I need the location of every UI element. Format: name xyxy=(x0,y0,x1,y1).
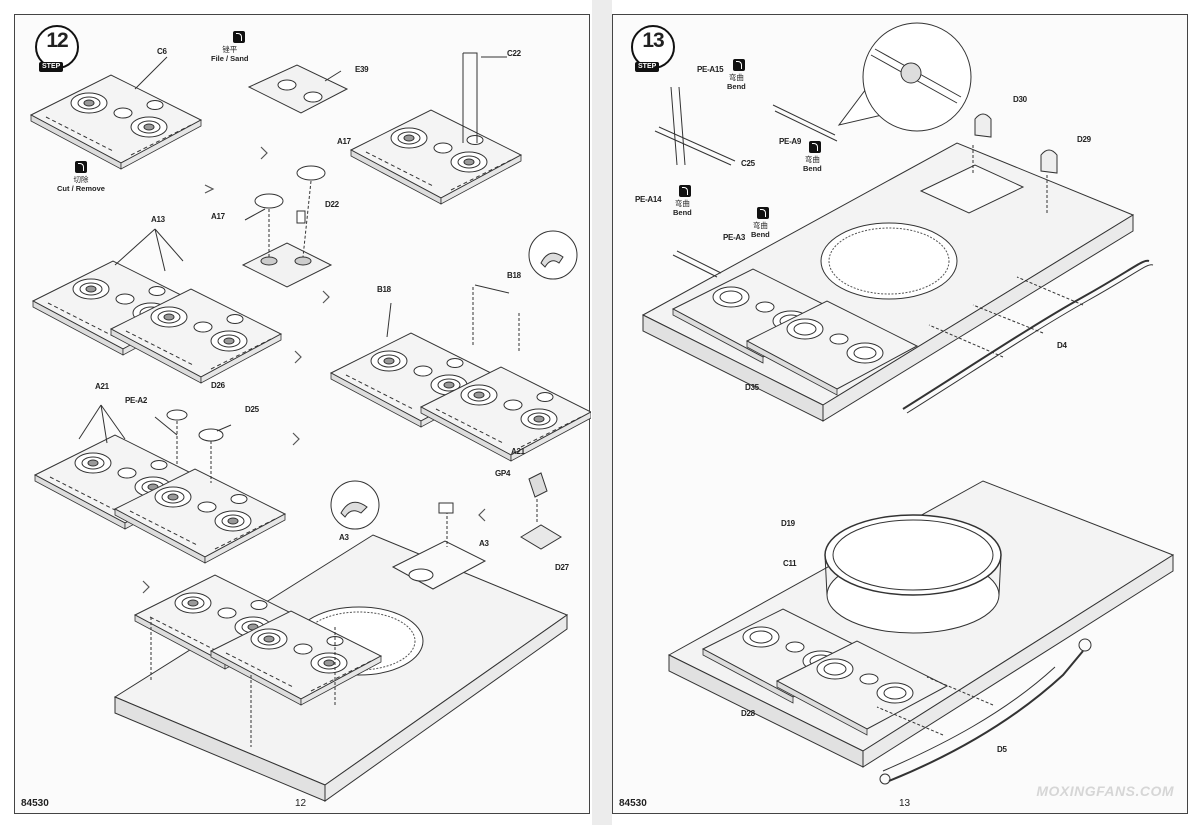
deck-plate-c22 xyxy=(350,109,522,205)
bend-icon xyxy=(757,207,769,219)
parts-gp4-d27 xyxy=(438,472,562,550)
flow-arrows xyxy=(142,146,486,594)
label-c6: C6 xyxy=(157,47,167,56)
label-d28: D28 xyxy=(741,709,755,718)
grille-e39 xyxy=(247,64,349,114)
label-pe-a9: PE-A9 xyxy=(779,137,802,146)
instruction-page-left: 12 STEP C6 锉平 File / Sand E39 C22 切除 Cut… xyxy=(14,14,591,814)
turret-ring-d19 xyxy=(824,514,1002,634)
label-a13: A13 xyxy=(151,215,165,224)
label-a17-left: A17 xyxy=(211,212,225,221)
cut-remove-icon xyxy=(75,161,87,173)
note-bend-cn: 弯曲 xyxy=(804,155,820,164)
note-bend-2: 弯曲 Bend xyxy=(803,155,822,173)
bend-icon xyxy=(679,185,691,197)
label-d27: D27 xyxy=(555,563,569,572)
label-d30: D30 xyxy=(1013,95,1027,104)
label-pe-a2: PE-A2 xyxy=(125,396,148,405)
label-c11: C11 xyxy=(783,559,797,568)
page-gutter xyxy=(592,0,612,825)
step-12-badge: 12 STEP xyxy=(35,25,79,72)
detail-bubble-step13-top xyxy=(837,22,972,132)
label-c22: C22 xyxy=(507,49,521,58)
note-cut-remove-cn: 切除 xyxy=(73,175,89,184)
label-b18-left: B18 xyxy=(377,285,391,294)
note-bend-en: Bend xyxy=(803,164,822,173)
note-bend-en: Bend xyxy=(751,230,770,239)
step-word: STEP xyxy=(635,62,660,72)
label-d5: D5 xyxy=(997,745,1007,754)
note-file-sand-cn: 锉平 xyxy=(222,45,238,54)
deck-plate-c6 xyxy=(30,74,202,170)
watermark: MOXINGFANS.COM xyxy=(1036,783,1174,799)
page-number-right: 13 xyxy=(899,798,911,809)
label-d35: D35 xyxy=(745,383,759,392)
detail-bubble-step12-bottom xyxy=(330,480,380,530)
label-d4: D4 xyxy=(1057,341,1067,350)
bend-icon xyxy=(809,141,821,153)
note-bend-cn: 弯曲 xyxy=(728,73,744,82)
label-pe-a3: PE-A3 xyxy=(723,233,746,242)
label-a3-right: A3 xyxy=(479,539,489,548)
kit-number-left: 84530 xyxy=(21,798,49,809)
detail-bubble-step12-top xyxy=(528,230,578,280)
step-number: 12 xyxy=(46,29,68,52)
label-pe-a14: PE-A14 xyxy=(635,195,662,204)
note-bend-cn: 弯曲 xyxy=(674,199,690,208)
label-a17-top: A17 xyxy=(337,137,351,146)
label-pe-a15: PE-A15 xyxy=(697,65,724,74)
label-d19: D19 xyxy=(781,519,795,528)
label-a21-left: A21 xyxy=(95,382,109,391)
label-e39: E39 xyxy=(355,65,369,74)
label-a21-right: A21 xyxy=(511,447,525,456)
label-d26: D26 xyxy=(211,381,225,390)
label-c25: C25 xyxy=(741,159,755,168)
file-sand-icon xyxy=(233,31,245,43)
note-bend-en: Bend xyxy=(673,208,692,217)
label-gp4: GP4 xyxy=(495,469,511,478)
kit-number-right: 84530 xyxy=(619,798,647,809)
step-word: STEP xyxy=(39,62,64,72)
bend-icon xyxy=(733,59,745,71)
note-bend-4: 弯曲 Bend xyxy=(751,221,770,239)
note-cut-remove: 切除 Cut / Remove xyxy=(57,175,105,193)
step-12-drawing xyxy=(30,52,591,802)
label-d22: D22 xyxy=(325,200,339,209)
label-d29: D29 xyxy=(1077,135,1091,144)
page-number-left: 12 xyxy=(295,798,307,809)
hull-assembly-step13-top xyxy=(641,142,1135,422)
step-13-badge: 13 STEP xyxy=(631,25,675,72)
caps-a17 xyxy=(241,165,333,288)
photo-etch-parts xyxy=(654,86,838,278)
note-cut-remove-en: Cut / Remove xyxy=(57,184,105,193)
note-bend-en: Bend xyxy=(727,82,746,91)
step-13-drawing xyxy=(641,22,1175,785)
note-file-sand-en: File / Sand xyxy=(211,54,249,63)
step-number: 13 xyxy=(642,29,664,52)
note-bend-3: 弯曲 Bend xyxy=(673,199,692,217)
label-b18-right: B18 xyxy=(507,271,521,280)
label-d25: D25 xyxy=(245,405,259,414)
note-bend-1: 弯曲 Bend xyxy=(727,73,746,91)
instruction-page-right: 13 STEP PE-A15 弯曲 Bend C25 PE-A9 弯曲 Bend… xyxy=(612,14,1188,814)
note-bend-cn: 弯曲 xyxy=(752,221,768,230)
note-file-sand: 锉平 File / Sand xyxy=(211,45,249,63)
label-a3-left: A3 xyxy=(339,533,349,542)
